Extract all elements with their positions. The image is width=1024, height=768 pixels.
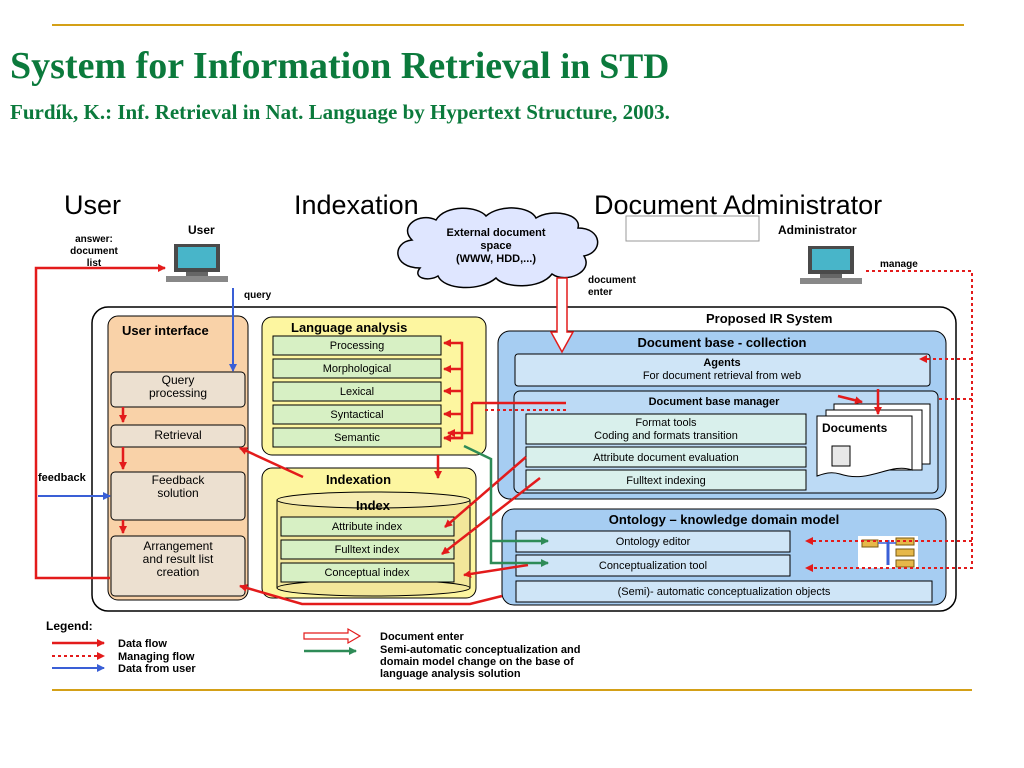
document-enter-arrow xyxy=(549,277,575,354)
label-diagram-user_interface-items-3-0: Arrangement xyxy=(143,539,213,553)
title-suffix: in STD xyxy=(560,46,670,86)
label-diagram-user_interface-items-0-1: processing xyxy=(149,386,207,400)
manage-label: manage xyxy=(880,259,918,270)
legend: Legend: Data flow Managing flow Data fro… xyxy=(46,619,580,680)
label-diagram-user_interface-items-1-0: Retrieval xyxy=(154,428,201,442)
managing-flow-arrows xyxy=(484,270,973,572)
conceptual-index-box xyxy=(280,562,455,583)
label-diagram-document_base-agents-1: For document retrieval from web xyxy=(643,370,801,382)
answer-line-1: answer: xyxy=(75,234,113,245)
label-diagram-ontology-items-0: Ontology editor xyxy=(616,536,691,548)
label-diagram-document_base-manager_title: Document base manager xyxy=(649,396,781,408)
label-diagram-indexation-items-1: Fulltext index xyxy=(335,544,400,556)
administrator-label: Administrator xyxy=(778,223,857,237)
cloud-line-3: (WWW, HDD,...) xyxy=(456,253,536,265)
conceptualization-tool-box xyxy=(515,554,791,577)
label-diagram-document_base-format_tools-1: Coding and formats transition xyxy=(594,430,738,442)
label-diagram-user_interface-items-2-1: solution xyxy=(157,486,198,500)
fulltext-indexing-box xyxy=(525,469,807,491)
heading-user: User xyxy=(64,190,122,220)
user-interface-title: User interface xyxy=(122,323,209,338)
ontology-title: Ontology – knowledge domain model xyxy=(609,512,839,527)
label-diagram-user_interface-items-2-0: Feedback xyxy=(152,473,206,487)
label-diagram-user_interface-items-3-1: and result list xyxy=(143,552,214,566)
label-diagram-document_base-format_tools-0: Format tools xyxy=(635,417,697,429)
user-computer-icon xyxy=(166,244,228,282)
retrieval-box xyxy=(110,424,246,448)
legend-title: Legend: xyxy=(46,619,93,633)
agents-box xyxy=(514,353,931,387)
language-analysis-items: Processing Morphological Lexical Syntact… xyxy=(272,335,442,448)
label-diagram-ontology-items-2: (Semi)- automatic conceptualization obje… xyxy=(618,586,831,598)
document-enter-line-1: document xyxy=(588,275,636,286)
label-diagram-document_base-attr_eval: Attribute document evaluation xyxy=(593,452,739,464)
slide-subtitle: Furdík, K.: Inf. Retrieval in Nat. Langu… xyxy=(10,100,670,124)
label-diagram-legend-doc_enter: Document enter xyxy=(380,631,464,643)
documents-label: Documents xyxy=(822,421,888,435)
label-diagram-legend-semi-1: domain model change on the base of xyxy=(380,656,574,668)
label-diagram-user_interface-items-0-0: Query xyxy=(162,373,195,387)
label-diagram-indexation-items-2: Conceptual index xyxy=(324,567,410,579)
label-diagram-legend-semi-0: Semi-automatic conceptualization and xyxy=(380,644,580,656)
feedback-solution-box xyxy=(110,471,246,521)
label-diagram-language_analysis-items-3: Syntactical xyxy=(330,409,383,421)
system-title: Proposed IR System xyxy=(706,311,832,326)
indexation-title: Indexation xyxy=(326,472,391,487)
label-diagram-legend-left-2: Data from user xyxy=(118,663,196,675)
label-diagram-legend-semi-2: language analysis solution xyxy=(380,668,521,680)
label-diagram-language_analysis-items-0: Processing xyxy=(330,340,384,352)
heading-document-administrator: Document Administrator xyxy=(594,190,883,220)
document-enter-line-2: enter xyxy=(588,287,613,298)
attribute-index-box xyxy=(280,516,455,537)
semi-automatic-objects-box xyxy=(515,580,933,603)
external-document-space-cloud: External document space (WWW, HDD,...) xyxy=(397,207,599,289)
user-label: User xyxy=(188,223,215,237)
documents-stack-icon: Documents xyxy=(816,403,931,478)
query-processing-box xyxy=(110,371,246,408)
label-diagram-language_analysis-items-1: Morphological xyxy=(323,363,391,375)
bottom-rule xyxy=(52,689,972,691)
answer-line-3: list xyxy=(87,258,102,269)
answer-line-2: document xyxy=(70,246,118,257)
query-label: query xyxy=(244,290,272,301)
cloud-line-2: space xyxy=(480,240,511,252)
label-diagram-document_base-fulltext: Fulltext indexing xyxy=(626,475,706,487)
label-diagram-language_analysis-items-4: Semantic xyxy=(334,432,380,444)
heading-indexation: Indexation xyxy=(294,190,419,220)
format-tools-box xyxy=(525,413,807,445)
arrangement-box xyxy=(110,535,246,597)
cloud-line-1: External document xyxy=(446,227,545,239)
title-main: System for Information Retrieval xyxy=(10,45,551,87)
data-flow-arrows xyxy=(34,264,882,606)
feedback-label: feedback xyxy=(38,472,87,484)
top-rule xyxy=(52,24,964,26)
heading-box xyxy=(625,215,760,242)
index-title: Index xyxy=(356,498,391,513)
label-diagram-user_interface-items-3-2: creation xyxy=(157,565,200,579)
label-diagram-legend-left-0: Data flow xyxy=(118,638,167,650)
label-diagram-document_base-agents-0: Agents xyxy=(703,357,740,369)
label-diagram-indexation-items-0: Attribute index xyxy=(332,521,403,533)
label-diagram-ontology-items-1: Conceptualization tool xyxy=(599,560,707,572)
label-diagram-legend-left-1: Managing flow xyxy=(118,651,195,663)
slide-title: System for Information Retrieval in STD xyxy=(10,44,669,88)
document-base-title: Document base - collection xyxy=(637,335,806,350)
language-analysis-title: Language analysis xyxy=(291,320,407,335)
user-data-arrows xyxy=(38,288,237,500)
semi-automatic-arrows xyxy=(463,444,549,567)
administrator-computer-icon xyxy=(800,246,862,284)
label-diagram-language_analysis-items-2: Lexical xyxy=(340,386,374,398)
fulltext-index-box xyxy=(280,539,455,560)
